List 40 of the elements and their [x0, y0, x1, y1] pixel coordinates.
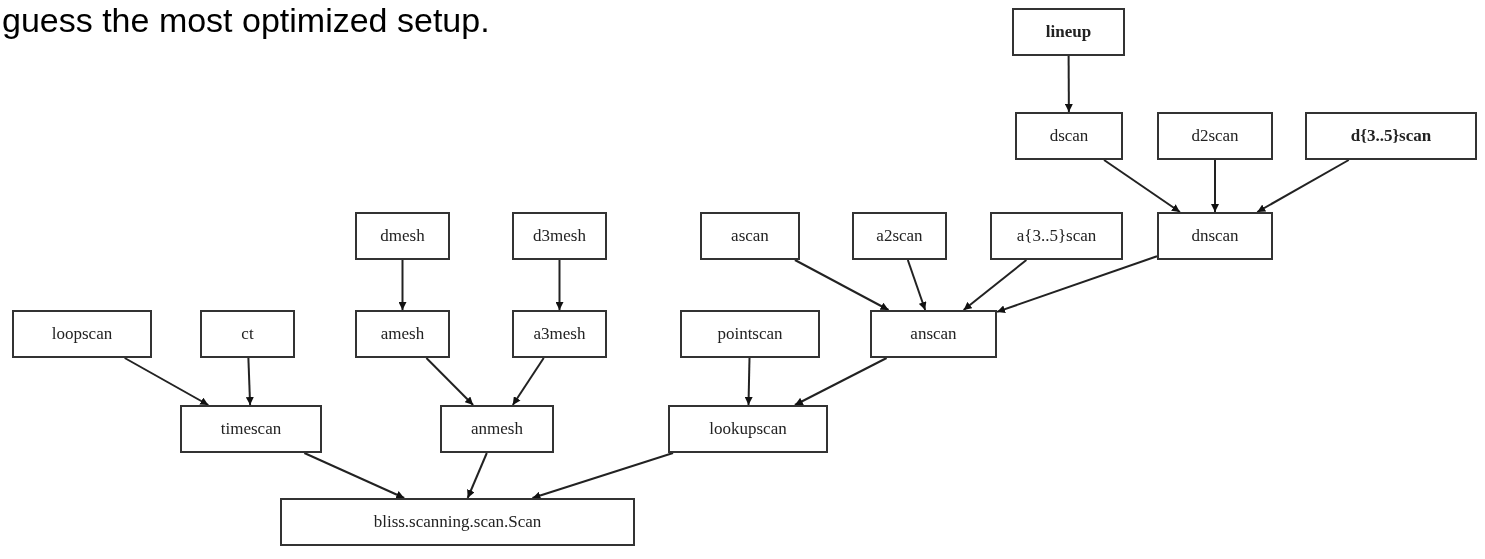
- class-box: anscan: [870, 310, 997, 358]
- arrow: [531, 452, 675, 500]
- arrow: [466, 452, 488, 499]
- class-box: timescan: [180, 405, 322, 453]
- arrow: [793, 357, 888, 406]
- arrow: [425, 357, 475, 406]
- class-box: amesh: [355, 310, 450, 358]
- arrow: [303, 452, 406, 499]
- arrow: [245, 357, 254, 406]
- class-box: a2scan: [852, 212, 947, 260]
- class-box: lineup: [1012, 8, 1125, 56]
- class-box: dnscan: [1157, 212, 1273, 260]
- class-box: a{3..5}scan: [990, 212, 1123, 260]
- class-box: pointscan: [680, 310, 820, 358]
- class-box: ct: [200, 310, 295, 358]
- class-box: d2scan: [1157, 112, 1273, 160]
- arrow: [511, 357, 545, 406]
- class-box: ascan: [700, 212, 800, 260]
- arrow: [906, 259, 927, 311]
- class-box: dscan: [1015, 112, 1123, 160]
- arrow: [1103, 159, 1181, 213]
- class-box: dmesh: [355, 212, 450, 260]
- arrow: [996, 255, 1158, 314]
- class-box: a3mesh: [512, 310, 607, 358]
- class-box: lookupscan: [668, 405, 828, 453]
- arrow: [555, 259, 564, 311]
- class-box: bliss.scanning.scan.Scan: [280, 498, 635, 546]
- class-box: loopscan: [12, 310, 152, 358]
- arrow: [793, 259, 890, 311]
- note-text: guess the most optimized setup.: [2, 0, 490, 40]
- arrow: [1256, 159, 1350, 213]
- arrow: [744, 357, 753, 406]
- arrow: [123, 357, 210, 406]
- arrow: [398, 259, 407, 311]
- arrow: [1064, 55, 1073, 113]
- class-box: anmesh: [440, 405, 554, 453]
- class-box: d3mesh: [512, 212, 607, 260]
- arrow: [1211, 159, 1219, 213]
- class-box: d{3..5}scan: [1305, 112, 1477, 160]
- arrow: [962, 259, 1028, 311]
